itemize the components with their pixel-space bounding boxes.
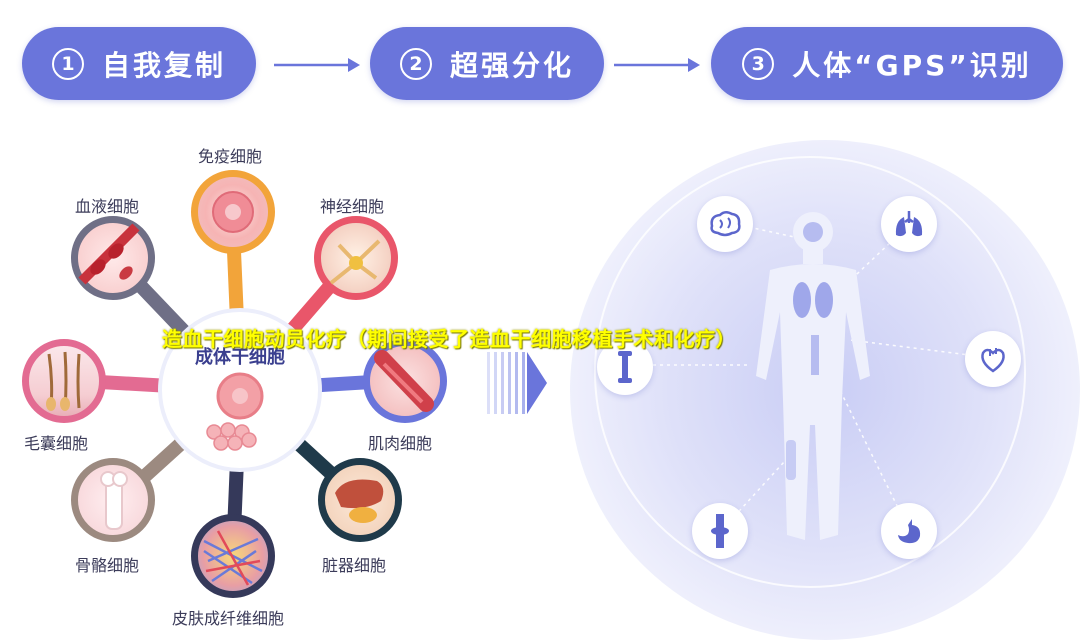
heart-orbit-button — [965, 331, 1021, 387]
organ-cell-node — [318, 458, 402, 542]
immune-cell-icon — [212, 191, 254, 233]
neural-cell-node — [314, 216, 398, 300]
arrow-1-icon — [274, 58, 360, 72]
neural-cell-label: 神经细胞 — [320, 197, 385, 216]
blood-cell-node — [71, 216, 155, 300]
lungs-orbit-button — [881, 196, 937, 252]
bone-cell-icon — [100, 471, 128, 530]
stomach-icon — [898, 519, 921, 544]
bone-cell-node — [71, 458, 155, 542]
immune-cell-node — [191, 170, 275, 254]
center-label: 成体干细胞 — [195, 347, 285, 368]
step-1-label: 自我复制 — [101, 48, 226, 82]
hair-follicle-label: 毛囊细胞 — [24, 434, 89, 453]
blood-cell-label: 血液细胞 — [75, 197, 140, 216]
overlay-caption: 造血干细胞动员化疗（期间接受了造血干细胞移植手术和化疗） — [162, 327, 736, 351]
skin-fibroblast-label: 皮肤成纤维细胞 — [172, 609, 285, 628]
step-3-label: 人体“GPS”识别 — [792, 48, 1032, 82]
stem-cell-nucleus — [232, 388, 248, 404]
muscle-cell-label: 肌肉细胞 — [368, 434, 433, 453]
step-2-number: 2 — [399, 47, 432, 80]
step-3-number: 3 — [742, 47, 775, 80]
heart-icon — [981, 348, 1005, 373]
muscle-cell-icon — [374, 350, 434, 412]
bone-icon — [618, 351, 632, 383]
brain-orbit-button — [697, 196, 753, 252]
step-1-pill: 1 自我复制 — [22, 27, 256, 100]
transition-arrow-icon — [487, 352, 547, 414]
bone-orbit-button — [597, 339, 653, 395]
step-3-pill: 3 人体“GPS”识别 — [711, 27, 1063, 100]
brain-icon — [710, 211, 741, 237]
knee-orbit-button — [692, 503, 748, 559]
knee-joint-icon — [711, 514, 729, 548]
step-2-pill: 2 超强分化 — [370, 27, 604, 100]
lungs-icon — [895, 211, 923, 237]
body-orbit-diagram — [594, 156, 1026, 588]
arrow-2-icon — [614, 58, 700, 72]
skin-fibroblast-node — [191, 514, 275, 598]
skin-fibroblast-icon — [203, 530, 263, 586]
liver-icon — [335, 479, 384, 523]
organ-cell-label: 脏器细胞 — [322, 556, 387, 575]
neural-cell-icon — [329, 239, 381, 285]
hair-follicle-node — [22, 339, 106, 423]
stomach-orbit-button — [881, 503, 937, 559]
step-2-label: 超强分化 — [449, 48, 574, 82]
muscle-cell-node — [363, 339, 447, 423]
step-1-number: 1 — [51, 47, 84, 80]
cell-cluster-icon — [206, 422, 257, 451]
human-body-icon — [756, 212, 870, 540]
bone-cell-label: 骨骼细胞 — [75, 556, 140, 575]
hair-follicle-icon — [46, 351, 81, 411]
immune-cell-label: 免疫细胞 — [198, 147, 263, 166]
body-organs-icon — [786, 222, 833, 480]
blood-cell-icon — [78, 223, 140, 285]
cell-differentiation-diagram — [58, 221, 412, 562]
